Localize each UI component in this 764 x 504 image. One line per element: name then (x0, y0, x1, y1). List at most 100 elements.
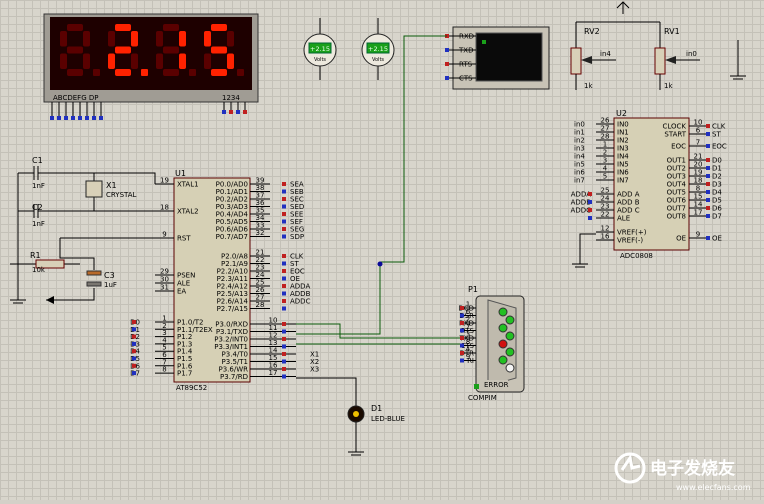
pin-number: 7 (466, 323, 470, 331)
pin-state-marker (460, 343, 464, 348)
compim-p1[interactable]: P1 COMPIM ERROR 1DCD6DSR2RXD7RTS3TXD8CTS… (296, 285, 525, 402)
pin-name: P3.5/T1 (222, 358, 248, 366)
pin-state-marker (132, 320, 136, 324)
pin-number: 4 (162, 336, 167, 344)
pin-state-marker (71, 116, 75, 120)
pin-number: 25 (601, 187, 610, 195)
pin-number: 18 (160, 204, 169, 212)
watermark-url: www.elecfans.com (676, 483, 751, 492)
pin-number: 3 (466, 331, 470, 339)
pin-number: 27 (256, 294, 265, 302)
net-label: SEC (290, 196, 304, 204)
net-label: CLK (712, 123, 726, 131)
potentiometer-rv1[interactable]: RV1 1k in0 (654, 22, 700, 90)
u1-name: AT89C52 (176, 384, 207, 392)
pin-number: 6 (696, 127, 701, 135)
pin-name: P2.0/A8 (221, 253, 248, 261)
pin-state-marker (460, 351, 464, 355)
pin-number: 2 (162, 322, 166, 330)
pin-state-marker (282, 254, 286, 258)
pin-number: 19 (694, 169, 703, 177)
pin-number: 35 (256, 207, 265, 215)
pin-name: RI (467, 357, 474, 365)
pin-name: VREF(+) (617, 229, 647, 237)
segment-c-digit-4 (227, 53, 234, 69)
net-label: SEB (290, 188, 304, 196)
pin-number: 1 (466, 301, 470, 309)
pin-state-marker (132, 334, 136, 339)
pin-state-marker (706, 190, 710, 194)
pin-name: P2.1/A9 (221, 260, 248, 268)
pin-state-marker (282, 322, 286, 326)
pin-name: CLOCK (662, 123, 686, 131)
pin-number: 28 (601, 133, 610, 141)
segment-dp-digit-2 (141, 69, 148, 76)
pin-number: 13 (269, 339, 278, 347)
pin-name: P0.2/AD2 (216, 196, 248, 204)
voltmeter-1-unit: Volts (314, 57, 326, 63)
rv1-net: in0 (686, 50, 697, 58)
compim-pin-led (505, 363, 515, 373)
segment-dp-digit-4 (237, 69, 244, 76)
p1-ref: P1 (468, 285, 478, 294)
pin-state-marker (85, 116, 89, 120)
pin-number: 10 (269, 317, 278, 325)
segment-b-digit-4 (227, 31, 234, 47)
led-d1[interactable]: D1 LED-BLUE (296, 377, 405, 456)
pin-number: 34 (256, 214, 265, 222)
pin-name: ADD A (617, 191, 640, 199)
u2-ref: U2 (616, 109, 627, 118)
voltmeter-2-unit: Volts (372, 57, 384, 63)
pin-number: 16 (269, 362, 278, 370)
segment-e-digit-2 (108, 53, 115, 69)
pin-state-marker (282, 359, 286, 364)
clock-circuit[interactable]: C1 1nF C2 1nF X1 CRYSTAL C3 1uF R1 10k (10, 156, 156, 304)
voltmeter-1[interactable]: +2.15 Volts (303, 18, 337, 80)
pin-number: 21 (694, 153, 703, 161)
u2-name: ADC0808 (620, 252, 653, 260)
segment-d-digit-2 (115, 69, 131, 76)
pin-name: TXD (458, 47, 473, 55)
pin-name: RXD (459, 33, 474, 41)
pin-number: 8 (466, 338, 470, 346)
pin-name: ADD B (617, 199, 640, 207)
segment-f-digit-3 (156, 31, 163, 47)
pin-state-marker (445, 76, 449, 80)
segment-d-digit-3 (163, 69, 179, 76)
pin-number: 6 (162, 351, 167, 359)
pin-state-marker (706, 144, 710, 148)
segment-a-digit-1 (67, 24, 83, 31)
watermark-text: 电子发烧友 (650, 458, 735, 479)
pin-number: 8 (162, 366, 166, 374)
pin-number: 23 (601, 203, 610, 211)
pin-number: 6 (466, 308, 471, 316)
pin-name: ADD C (617, 207, 640, 215)
c1-ref: C1 (32, 156, 43, 165)
pin-state-marker (282, 299, 286, 303)
voltmeter-2[interactable]: +2.15 Volts (361, 18, 395, 80)
seven-segment-display[interactable]: ABCDEFG DP 1234 (43, 13, 259, 120)
pin-name: IN0 (617, 121, 629, 129)
digit-pin-labels: 1234 (222, 94, 240, 102)
pin-name: XTAL2 (177, 208, 199, 216)
segment-a-digit-3 (163, 24, 179, 31)
pin-name: RTS (459, 61, 473, 69)
segment-pin-labels: ABCDEFG DP (53, 94, 98, 102)
pin-name: P1.5 (177, 355, 192, 363)
rv2-value: 1k (584, 82, 593, 90)
pin-state-marker (282, 234, 286, 239)
pin-state-marker (706, 124, 710, 128)
pin-name: OUT2 (667, 165, 686, 173)
net-label: in5 (574, 161, 585, 169)
pin-state-marker (706, 166, 710, 170)
net-label: X2 (310, 358, 319, 366)
pin-state-marker (706, 206, 710, 210)
compim-pin-led (505, 315, 515, 325)
potentiometer-rv2[interactable]: RV2 1k in4 (570, 1, 660, 90)
pin-state-marker (99, 116, 103, 120)
